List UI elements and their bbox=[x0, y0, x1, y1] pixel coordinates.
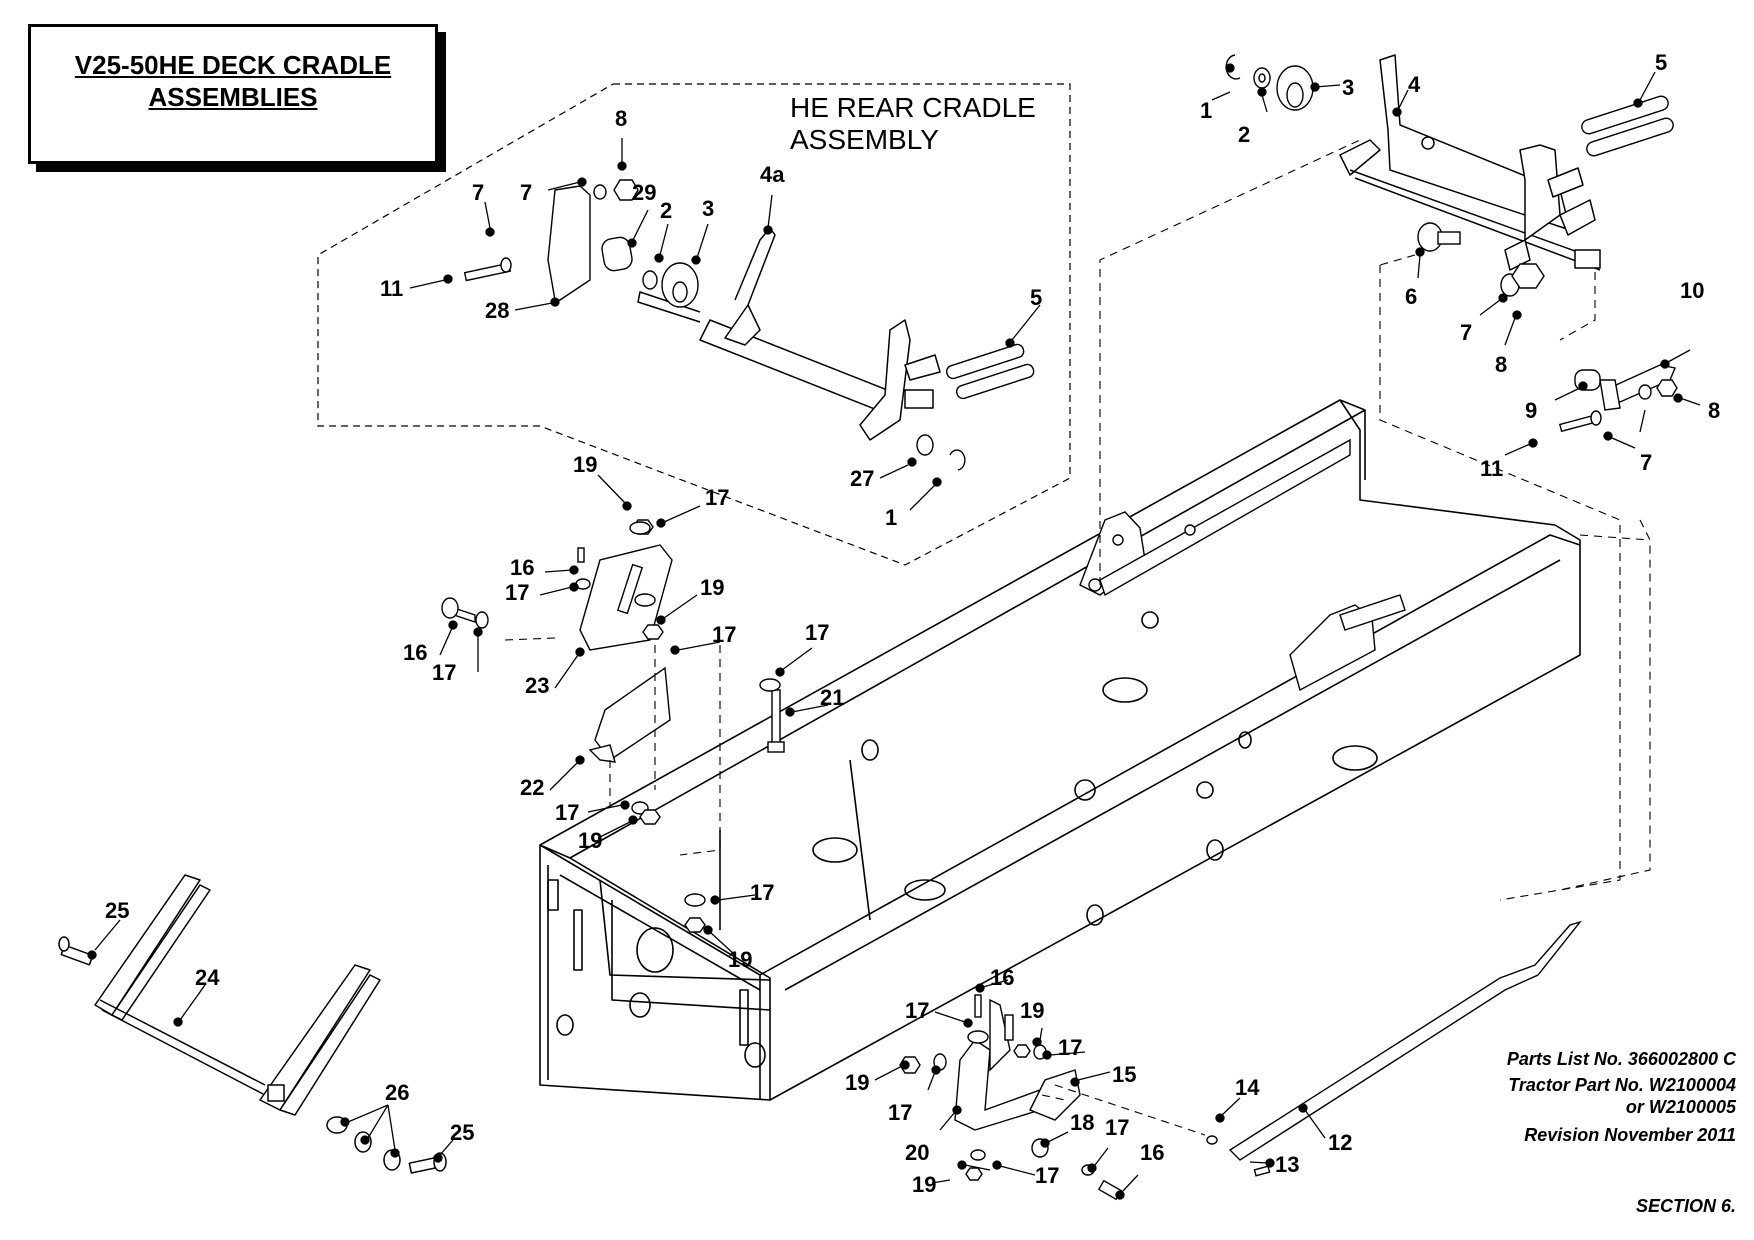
frame-rear-brackets bbox=[1079, 438, 1406, 692]
callout-6: 6 bbox=[1405, 284, 1417, 309]
inset-title: HE REAR CRADLE ASSEMBLY bbox=[790, 92, 1036, 156]
callout-17g: 17 bbox=[750, 880, 774, 905]
lift-bar-assembly bbox=[58, 874, 447, 1174]
callout-3-inset: 3 bbox=[702, 196, 714, 221]
inset-boundary bbox=[317, 83, 1071, 566]
callout-19f: 19 bbox=[845, 1070, 869, 1095]
callout-19a: 19 bbox=[573, 452, 597, 477]
springs-rear bbox=[1581, 95, 1674, 157]
callout-25b: 25 bbox=[450, 1120, 474, 1145]
callout-16b: 16 bbox=[403, 640, 427, 665]
callout-24: 24 bbox=[195, 965, 220, 990]
callout-4a: 4a bbox=[760, 162, 785, 187]
callout-29: 29 bbox=[632, 180, 656, 205]
front-bracket-group bbox=[441, 519, 785, 933]
callout-4: 4 bbox=[1408, 72, 1421, 97]
callout-10: 10 bbox=[1680, 278, 1704, 303]
callout-13: 13 bbox=[1275, 1152, 1299, 1177]
inset-springs bbox=[945, 343, 1035, 400]
rear-cradle-hardware bbox=[1225, 54, 1314, 111]
callout-14: 14 bbox=[1235, 1075, 1260, 1100]
callout-19c: 19 bbox=[578, 828, 602, 853]
callout-18: 18 bbox=[1070, 1110, 1094, 1135]
inset-title-line-2: ASSEMBLY bbox=[790, 124, 939, 155]
callout-12: 12 bbox=[1328, 1130, 1352, 1155]
callout-19g: 19 bbox=[912, 1172, 936, 1197]
link-bracket bbox=[1558, 364, 1678, 433]
leader-lines bbox=[87, 63, 1701, 1200]
inset-hardware bbox=[463, 179, 966, 471]
callout-9: 9 bbox=[1525, 398, 1537, 423]
title-line-2: ASSEMBLIES bbox=[148, 82, 318, 112]
callout-17j: 17 bbox=[1058, 1035, 1082, 1060]
callout-17e: 17 bbox=[805, 620, 829, 645]
revision-date: Revision November 2011 bbox=[1524, 1125, 1736, 1145]
callout-16d: 16 bbox=[1140, 1140, 1164, 1165]
callout-7-inset-b: 7 bbox=[472, 180, 484, 205]
callout-17h: 17 bbox=[905, 998, 929, 1023]
callout-1: 1 bbox=[1200, 98, 1212, 123]
callout-26: 26 bbox=[385, 1080, 409, 1105]
inset-cradle bbox=[637, 227, 941, 441]
callout-17d: 17 bbox=[712, 622, 736, 647]
callout-16a: 16 bbox=[510, 555, 534, 580]
callout-11: 11 bbox=[1480, 456, 1503, 481]
callout-17f: 17 bbox=[555, 800, 579, 825]
rear-cradle-assembly bbox=[1339, 54, 1601, 271]
tractor-part-number: Tractor Part No. W2100004 bbox=[1508, 1075, 1736, 1095]
callout-1-inset: 1 bbox=[885, 505, 897, 530]
callout-7: 7 bbox=[1460, 320, 1472, 345]
callout-2: 2 bbox=[1238, 122, 1250, 147]
callout-2-inset: 2 bbox=[660, 198, 672, 223]
callout-labels: 1 2 3 4 5 6 7 8 9 10 8 11 7 8 7 29 2 3 4… bbox=[105, 50, 1720, 1197]
lift-rod bbox=[1206, 920, 1582, 1177]
callout-15: 15 bbox=[1112, 1062, 1136, 1087]
section-label: SECTION 6. bbox=[1635, 1196, 1736, 1216]
alignment-lines bbox=[504, 139, 1651, 1136]
parts-list-number: Parts List No. 366002800 C bbox=[1506, 1049, 1736, 1069]
callout-23: 23 bbox=[525, 673, 549, 698]
callout-3: 3 bbox=[1342, 75, 1354, 100]
inset-title-line-1: HE REAR CRADLE bbox=[790, 92, 1036, 123]
callout-21: 21 bbox=[820, 685, 844, 710]
main-frame bbox=[539, 399, 1581, 1101]
callout-7b: 7 bbox=[1640, 450, 1652, 475]
callout-8: 8 bbox=[1495, 352, 1507, 377]
callout-20: 20 bbox=[905, 1140, 929, 1165]
callout-27: 27 bbox=[850, 466, 874, 491]
callout-7-inset: 7 bbox=[520, 180, 532, 205]
callout-22: 22 bbox=[520, 775, 544, 800]
title-box: V25-50HE DECK CRADLE ASSEMBLIES bbox=[28, 24, 438, 164]
footer-info: Parts List No. 366002800 C Tractor Part … bbox=[1507, 1048, 1736, 1146]
callout-17b: 17 bbox=[505, 580, 529, 605]
callout-17c: 17 bbox=[432, 660, 456, 685]
pivot-hardware bbox=[1417, 222, 1545, 297]
callout-19b: 19 bbox=[700, 575, 724, 600]
callout-17k: 17 bbox=[1105, 1115, 1129, 1140]
callout-17a: 17 bbox=[705, 485, 729, 510]
callout-17l: 17 bbox=[1035, 1163, 1059, 1188]
tractor-part-number-alt: or W2100005 bbox=[1625, 1097, 1736, 1117]
callout-25a: 25 bbox=[105, 898, 129, 923]
title-line-1: V25-50HE DECK CRADLE bbox=[74, 50, 392, 80]
callout-5: 5 bbox=[1655, 50, 1667, 75]
callout-11-inset: 11 bbox=[380, 276, 403, 301]
callout-5-inset: 5 bbox=[1030, 285, 1042, 310]
callout-19d: 19 bbox=[728, 947, 752, 972]
callout-8-inset: 8 bbox=[615, 106, 627, 131]
callout-19e: 19 bbox=[1020, 998, 1044, 1023]
callout-28: 28 bbox=[485, 298, 509, 323]
callout-16c: 16 bbox=[990, 965, 1014, 990]
callout-8b: 8 bbox=[1708, 398, 1720, 423]
callout-17i: 17 bbox=[888, 1100, 912, 1125]
